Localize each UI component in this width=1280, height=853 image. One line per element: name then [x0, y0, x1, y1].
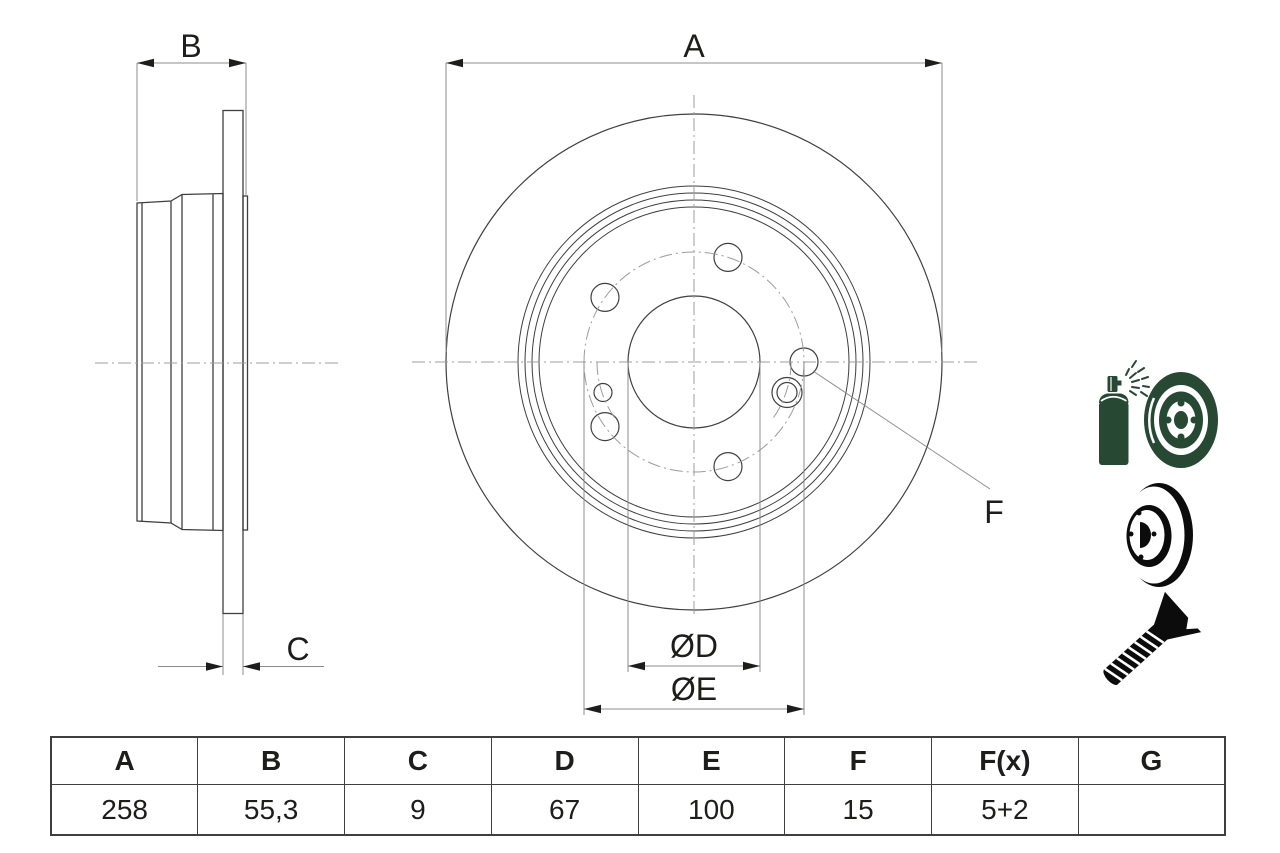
dimension-e — [583, 362, 805, 715]
hat-profile — [136, 192, 224, 532]
table-header-a: A — [50, 736, 199, 785]
countersunk-screw-icon — [1103, 591, 1202, 686]
arrowhead — [229, 58, 246, 68]
icon-disc-bolt-dot — [1164, 416, 1172, 424]
side-view — [136, 109, 249, 615]
spray-can-disc-icon — [1099, 360, 1218, 468]
icon-disc-bolt-dot — [1177, 433, 1185, 441]
arrowhead — [628, 661, 645, 671]
table-header-row: A B C D E F F(x) G — [50, 736, 1226, 785]
dimension-c-label: C — [286, 631, 309, 667]
dimension-a-label: A — [683, 28, 705, 64]
dimension-b-label: B — [180, 28, 201, 64]
icon-hub-dot — [1151, 531, 1157, 537]
front-view-center-lines — [412, 95, 980, 618]
table-value-g — [1077, 784, 1226, 836]
dimension-f-label: F — [984, 494, 1004, 530]
icon-spray-dashes — [1125, 360, 1150, 397]
icon-disc-bolt-dot — [1177, 399, 1185, 407]
dimension-e-label: ØE — [671, 671, 717, 707]
f-leader-line — [812, 370, 991, 490]
table-value-e: 100 — [637, 784, 786, 836]
screw-pitch-arc — [596, 361, 615, 418]
disc-plate-section — [222, 109, 244, 615]
bolt-hole — [713, 242, 743, 272]
arrowhead — [584, 704, 601, 714]
table-header-g: G — [1077, 736, 1226, 785]
table-header-f: F — [784, 736, 932, 785]
set-screw-hole-counterbore — [771, 376, 803, 409]
set-screw-hole — [593, 382, 613, 403]
arrowhead — [206, 662, 223, 671]
screw-pitch-arc — [773, 361, 792, 418]
table-header-e: E — [637, 736, 786, 785]
table-value-a: 258 — [50, 784, 199, 836]
table-value-c: 9 — [344, 784, 492, 836]
icon-screw-tip — [1103, 668, 1119, 685]
brake-disc-icon — [1123, 483, 1193, 587]
arrowhead — [787, 704, 804, 714]
icon-screw-threads — [1104, 630, 1165, 682]
icon-hub-dot — [1128, 531, 1134, 537]
dimension-d-arrows — [628, 661, 760, 671]
set-screw-hole — [776, 381, 798, 404]
table-value-fx: 5+2 — [931, 784, 1079, 836]
bolt-hole — [590, 412, 620, 442]
arrowhead — [243, 662, 260, 671]
arrowhead — [137, 58, 154, 68]
dimensions-table: A B C D E F F(x) G 258 55,3 9 67 100 15 … — [50, 736, 1226, 836]
icon-disc-hub — [1174, 411, 1188, 429]
dimension-d — [627, 362, 761, 672]
drawing-canvas: B C — [95, 28, 1218, 715]
icon-hub-dot — [1138, 554, 1144, 560]
table-value-d: 67 — [490, 784, 639, 836]
icon-can-nozzle — [1116, 380, 1122, 386]
dimension-e-arrows — [584, 704, 804, 714]
dimension-a-arrows — [446, 58, 942, 68]
table-value-b: 55,3 — [197, 784, 345, 836]
icon-can-highlight — [1100, 395, 1127, 402]
icon-hub-dot — [1136, 510, 1142, 516]
table-header-c: C — [344, 736, 492, 785]
table-value-row: 258 55,3 9 67 100 15 5+2 — [50, 784, 1226, 836]
arrowhead — [446, 58, 463, 68]
arrowhead — [925, 58, 942, 68]
dimension-a — [445, 62, 943, 352]
bolt-hole — [713, 452, 743, 482]
icon-hub-bore — [1140, 522, 1151, 548]
table-header-b: B — [197, 736, 345, 785]
icon-disc-highlight — [1148, 397, 1156, 444]
dimension-b-arrows — [137, 58, 246, 68]
arrowhead — [743, 661, 760, 671]
bolt-hole — [590, 282, 620, 312]
icon-disc-bolt-dot — [1190, 416, 1198, 424]
table-header-d: D — [490, 736, 639, 785]
dimension-b — [136, 62, 247, 201]
icon-can-cap — [1107, 376, 1118, 392]
table-header-fx: F(x) — [931, 736, 1079, 785]
dimension-c-arrows — [206, 662, 260, 671]
icon-can-body — [1099, 402, 1129, 465]
table-value-f: 15 — [784, 784, 932, 836]
icon-can-shoulder — [1099, 393, 1129, 403]
icon-screw-slot — [1186, 616, 1200, 630]
dimension-d-label: ØD — [670, 628, 718, 664]
